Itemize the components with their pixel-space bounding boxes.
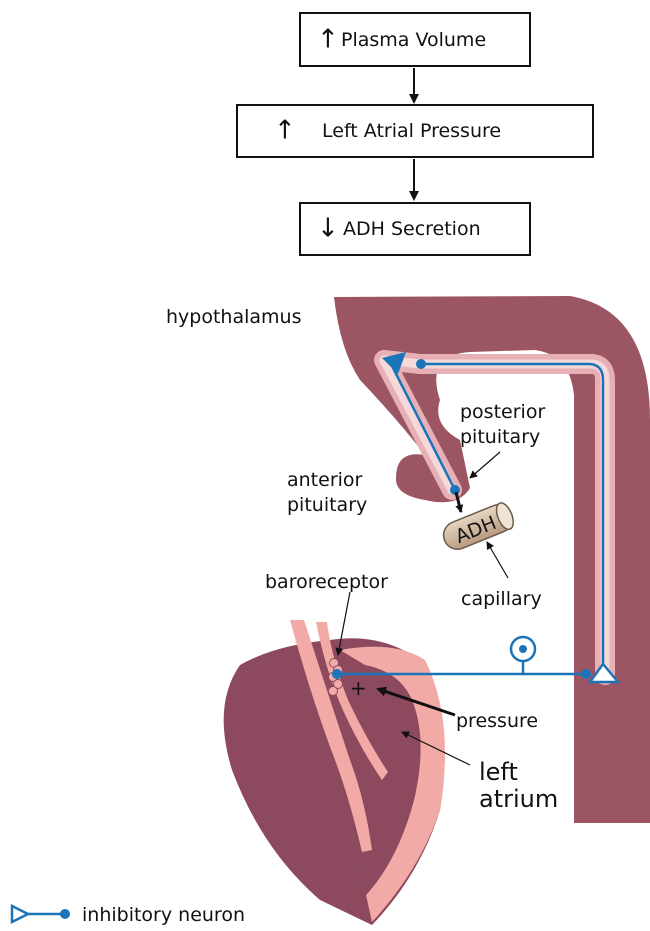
posterior-pituitary-label-line2: pituitary xyxy=(460,426,540,448)
anterior-pituitary-label-line1: anterior xyxy=(287,469,363,491)
left-atrium-label-line1: left xyxy=(479,758,518,786)
capillary-adh: ADH xyxy=(439,501,516,554)
legend-inhibitory-label: inhibitory neuron xyxy=(82,904,245,926)
anterior-pituitary-label-line2: pituitary xyxy=(287,494,367,516)
afferent-neuron-start-dot xyxy=(332,669,342,679)
capillary-pointer xyxy=(487,542,508,578)
neuron-nucleus xyxy=(519,645,527,653)
baroreceptor-label: baroreceptor xyxy=(265,571,388,593)
capillary-label: capillary xyxy=(461,588,542,610)
posterior-pituitary-pointer xyxy=(470,452,500,478)
pressure-label: pressure xyxy=(456,710,538,732)
afferent-neuron-end-dot xyxy=(581,669,591,679)
neuron-body-dot xyxy=(416,359,426,369)
hypothalamus-label: hypothalamus xyxy=(166,306,301,328)
left-atrium-label-line2: atrium xyxy=(479,785,558,813)
legend-inhibitory-triangle-icon xyxy=(12,906,28,922)
plus-sign: + xyxy=(350,676,367,700)
legend-inhibitory-dot-icon xyxy=(60,909,70,919)
posterior-pituitary-label-line1: posterior xyxy=(460,401,545,423)
